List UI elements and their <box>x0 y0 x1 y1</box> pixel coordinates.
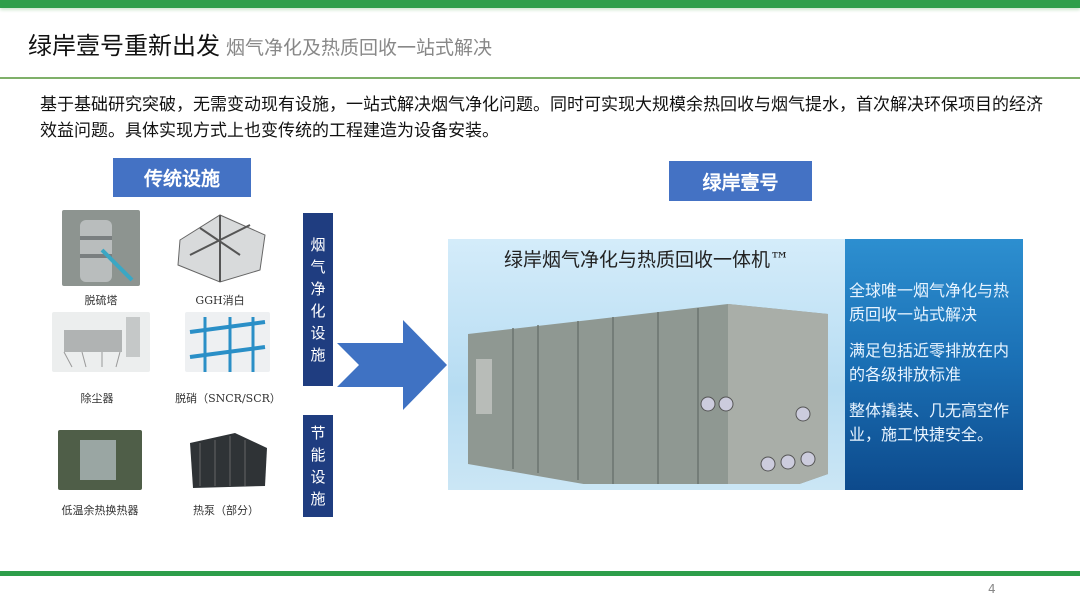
vertical-char: 化 <box>310 301 326 320</box>
machine-image <box>468 304 828 484</box>
vertical-char: 能 <box>310 446 326 464</box>
vertical-char: 气 <box>310 257 326 276</box>
denitrification-image <box>185 312 270 372</box>
caption: 脱硫塔 <box>84 294 118 307</box>
product-panel: 绿岸烟气净化与热质回收一体机™ <box>448 239 845 490</box>
vertical-char: 节 <box>310 424 326 442</box>
title-divider <box>0 77 1080 79</box>
energy-saving-facilities-label: 节能设施 <box>303 415 333 517</box>
caption: 热泵（部分） <box>193 504 259 517</box>
vertical-char: 施 <box>310 345 326 364</box>
product-label: 绿岸壹号 <box>669 161 812 201</box>
page-title: 绿岸壹号重新出发烟气净化及热质回收一站式解决 <box>28 26 492 61</box>
page-number: 4 <box>988 582 996 596</box>
bottom-green-bar <box>0 571 1080 576</box>
product-features: 全球唯一烟气净化与热质回收一站式解决 满足包括近零排放在内的各级排放标准 整体撬… <box>845 239 1023 490</box>
caption: 低温余热换热器 <box>61 504 139 517</box>
vertical-char: 设 <box>310 468 326 486</box>
heat-pump-image <box>190 433 267 488</box>
feature-item: 整体撬装、几无高空作业，施工快捷安全。 <box>849 401 1010 444</box>
top-green-bar <box>0 0 1080 8</box>
heat-exchanger-image <box>58 430 142 490</box>
ggh-image <box>177 214 266 283</box>
flue-gas-facilities-label: 烟气净化设施 <box>303 213 333 386</box>
traditional-label: 传统设施 <box>113 158 251 197</box>
feature-item: 满足包括近零排放在内的各级排放标准 <box>849 341 1010 384</box>
vertical-char: 净 <box>310 279 326 298</box>
feature-item: 全球唯一烟气净化与热质回收一站式解决 <box>849 281 1010 324</box>
caption: 脱硝（SNCR/SCR） <box>175 392 281 405</box>
vertical-char: 设 <box>310 323 326 342</box>
caption: 除尘器 <box>80 392 114 405</box>
vertical-char: 烟 <box>310 235 326 254</box>
intro-text: 基于基础研究突破，无需变动现有设施，一站式解决烟气净化问题。同时可实现大规模余热… <box>40 95 1043 141</box>
desulfurization-tower-image <box>62 210 140 286</box>
title-main: 绿岸壹号重新出发 <box>28 32 220 60</box>
caption: GGH消白 <box>195 294 245 307</box>
title-subtitle: 烟气净化及热质回收一站式解决 <box>226 37 493 59</box>
dust-collector-image <box>52 312 150 372</box>
vertical-char: 施 <box>310 490 326 508</box>
product-title: 绿岸烟气净化与热质回收一体机™ <box>503 249 789 271</box>
arrow-right-icon <box>337 320 447 410</box>
